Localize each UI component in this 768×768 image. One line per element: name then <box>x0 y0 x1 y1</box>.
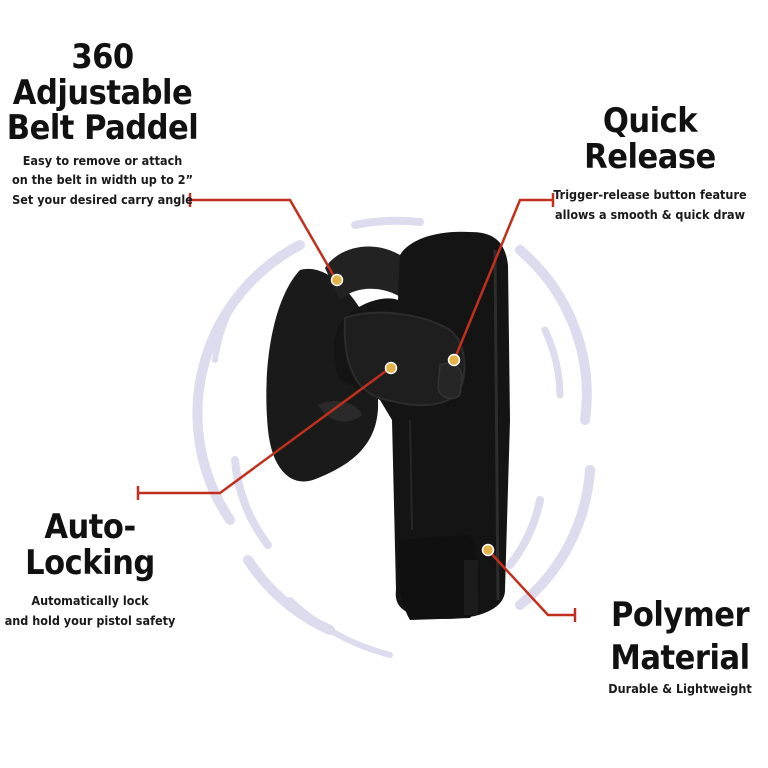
feature-belt-paddle: 360 Adjustable Belt Paddel Easy to remov… <box>0 37 205 209</box>
feature-description: allows a smooth & quick draw <box>555 207 745 223</box>
callout-polymer-line <box>487 549 575 617</box>
feature-title: Quick Release <box>584 101 716 177</box>
feature-polymer-material: Polymer Material Durable & Lightweight <box>600 594 760 698</box>
feature-marker-icon <box>330 273 495 557</box>
callout-release-line <box>453 198 553 359</box>
feature-title: 360 Adjustable <box>12 37 193 113</box>
feature-title: Auto-Locking <box>25 507 155 583</box>
feature-title: Polymer <box>610 595 750 635</box>
feature-description: Durable & Lightweight <box>608 681 752 696</box>
feature-title: Belt Paddel <box>6 108 199 149</box>
feature-description: Automatically lock <box>31 593 149 609</box>
feature-description: and hold your pistol safety <box>4 612 176 628</box>
callout-belt-line <box>190 198 337 279</box>
feature-description: on the belt in width up to 2” <box>12 172 193 188</box>
callout-locking-line <box>138 366 391 495</box>
feature-description: Easy to remove or attach <box>22 153 183 169</box>
feature-description: Set your desired carry angle <box>12 191 193 207</box>
feature-description: Trigger-release button feature <box>553 187 747 203</box>
feature-auto-locking: Auto-Locking Automatically lock and hold… <box>0 507 180 630</box>
feature-title: Material <box>610 637 750 678</box>
feature-quick-release: Quick Release Trigger-release button fea… <box>545 101 755 225</box>
